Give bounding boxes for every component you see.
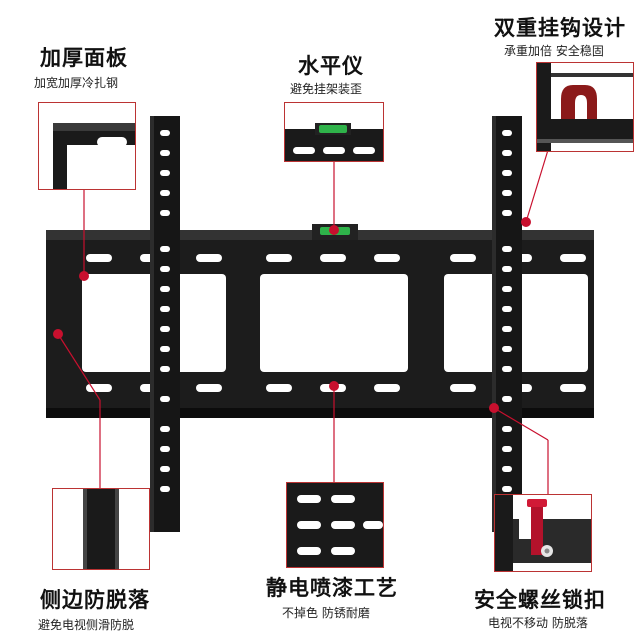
anti-fall-detail-box — [52, 488, 150, 570]
thick-panel-detail-box — [38, 102, 136, 190]
marker-dot-coating — [329, 381, 339, 391]
coating-subtitle: 不掉色 防锈耐磨 — [282, 606, 370, 620]
plate-cutout-center — [260, 274, 408, 372]
thick-panel-subtitle: 加宽加厚冷扎钢 — [34, 76, 119, 90]
double-hook-title: 双重挂钩设计 — [494, 16, 626, 40]
level-detail-box — [284, 102, 384, 162]
anti-fall-subtitle: 避免电视侧滑防脱 — [38, 618, 135, 632]
level-title: 水平仪 — [298, 54, 364, 78]
safety-lock-title: 安全螺丝锁扣 — [474, 588, 606, 612]
marker-dot-double-hook — [521, 217, 531, 227]
marker-dot-thick-panel — [79, 271, 89, 281]
safety-lock-subtitle: 电视不移动 防脱落 — [488, 616, 588, 630]
thick-panel-title: 加厚面板 — [40, 46, 128, 70]
marker-dot-safety-lock — [489, 403, 499, 413]
anti-fall-title: 侧边防脱落 — [40, 588, 150, 612]
right-vertical-arm — [492, 116, 522, 532]
marker-dot-level — [329, 225, 339, 235]
left-vertical-arm — [150, 116, 180, 532]
coating-detail-box — [286, 482, 384, 568]
coating-title: 静电喷漆工艺 — [266, 576, 398, 600]
double-hook-detail-box — [536, 62, 634, 152]
safety-lock-detail-box — [494, 494, 592, 572]
double-hook-subtitle: 承重加倍 安全稳固 — [504, 44, 604, 58]
marker-dot-anti-fall — [53, 329, 63, 339]
level-subtitle: 避免挂架装歪 — [290, 82, 363, 96]
